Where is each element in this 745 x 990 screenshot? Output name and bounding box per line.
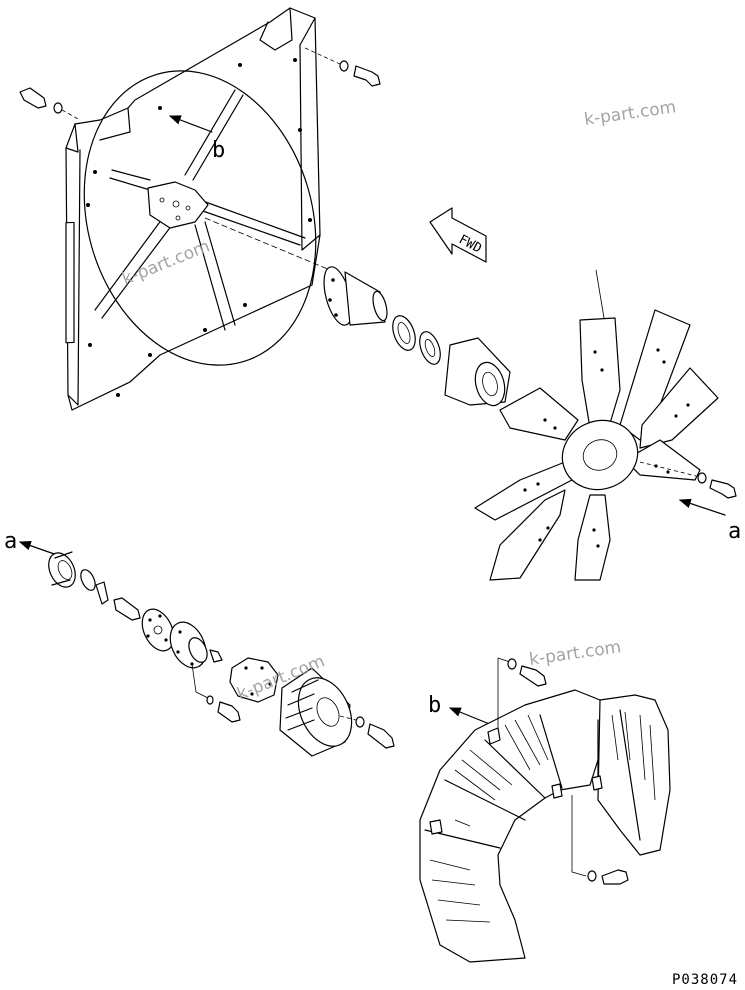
watermark-middle: k-part.com <box>528 637 622 670</box>
pulley-bearing <box>48 551 76 588</box>
drawing-code: P038074 <box>672 972 738 988</box>
ref-arrow-a-right: a <box>678 498 741 544</box>
pulley-bolt-washer <box>339 715 395 749</box>
fan-shaft-hub <box>204 217 388 326</box>
watermark-top-right: k-part.com <box>583 97 677 130</box>
pulley-gear <box>229 657 279 703</box>
fwd-direction-arrow: FWD <box>429 207 487 263</box>
oil-seal <box>392 315 416 351</box>
pulley-hub <box>169 621 209 699</box>
ref-arrow-b-top: b <box>168 115 225 163</box>
cooling-fan <box>474 269 719 581</box>
ref-label-b-top: b <box>212 138 225 163</box>
fan-bolt-right <box>639 461 737 499</box>
ref-arrow-b-bottom: b <box>428 693 493 726</box>
fan-spacer <box>444 337 511 407</box>
bearing <box>419 331 441 365</box>
ref-arrow-a-left: a <box>4 529 61 557</box>
guard-bolt-top <box>507 658 547 687</box>
snap-ring <box>80 569 96 591</box>
frame-bolt-top-left <box>19 87 81 121</box>
ref-label-a-right: a <box>728 519 741 544</box>
pulley-plate <box>141 608 175 652</box>
frame-bolt-top-right <box>304 47 381 87</box>
hub-bolt <box>206 695 241 723</box>
fan-shroud-frame <box>65 7 321 411</box>
pulley-bolt <box>113 597 141 621</box>
fan-guard <box>419 657 671 963</box>
v-belt-pulley <box>279 667 353 757</box>
guard-bolt-bottom <box>587 869 629 885</box>
lock-plate <box>95 581 109 605</box>
ref-label-b-bottom: b <box>428 693 441 718</box>
grease-fitting <box>209 649 223 663</box>
ref-label-a-left: a <box>4 529 17 554</box>
